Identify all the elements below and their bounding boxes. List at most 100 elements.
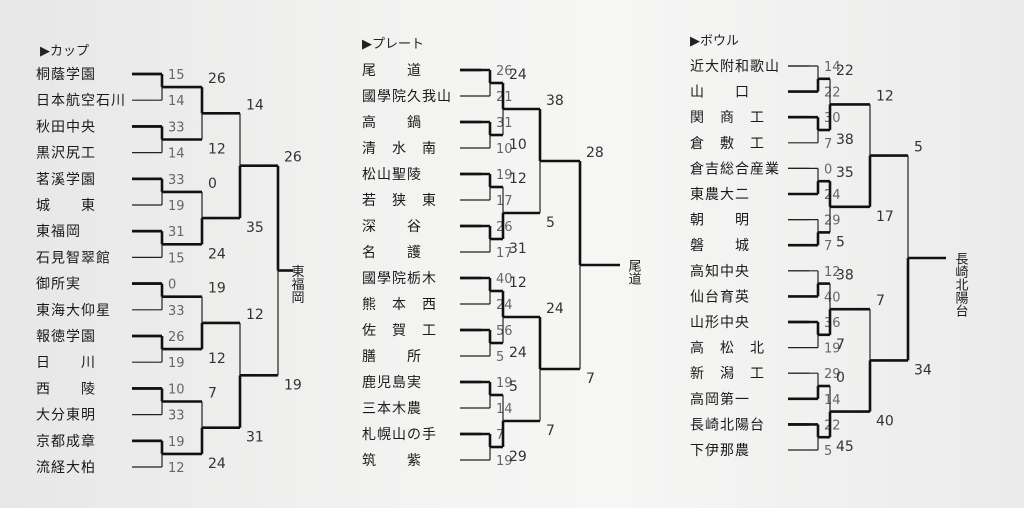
round2-score: 24 [208, 246, 226, 262]
round1-score: 24 [824, 188, 841, 203]
round1-score: 10 [496, 142, 513, 157]
round3-score: 24 [546, 301, 564, 317]
round1-score: 10 [168, 382, 185, 397]
team-name: 名 護 [362, 245, 422, 261]
team-name: 磐 城 [690, 238, 750, 254]
round3-score: 7 [876, 293, 885, 309]
team-name: 仙台育英 [690, 288, 750, 305]
team-name: 鹿児島実 [362, 374, 422, 391]
team-name: 関 商 工 [690, 110, 765, 126]
team-name: 清 水 南 [362, 141, 437, 157]
round2-score: 0 [208, 176, 217, 192]
team-name: 國學院久我山 [362, 89, 452, 105]
team-name: 報徳学園 [36, 329, 96, 345]
round1-score: 5 [824, 444, 832, 459]
round3-score: 12 [876, 88, 894, 104]
round2-score: 38 [836, 268, 854, 284]
round1-score: 30 [824, 111, 841, 126]
round1-score: 40 [496, 272, 513, 287]
team-name: 日 川 [36, 355, 96, 371]
round1-score: 15 [168, 251, 185, 266]
round2-score: 31 [509, 241, 527, 257]
team-name: 熊 本 西 [362, 297, 437, 313]
round1-score: 31 [496, 116, 513, 131]
round2-score: 12 [509, 171, 527, 187]
round2-score: 24 [509, 345, 527, 361]
team-name: 流経大柏 [36, 460, 96, 476]
section-title: ▶プレート [362, 37, 424, 52]
team-name: 近大附和歌山 [690, 59, 780, 75]
round2-score: 19 [208, 281, 226, 297]
team-name: 日本航空石川 [36, 93, 126, 109]
round1-score: 29 [824, 367, 841, 382]
round2-score: 10 [509, 137, 527, 153]
team-name: 朝 明 [690, 213, 750, 229]
champion-label: 長崎北陽台 [953, 252, 969, 317]
team-name: 茗溪学園 [36, 172, 96, 188]
round1-score: 7 [496, 428, 504, 443]
round1-score: 26 [168, 330, 185, 345]
round1-score: 19 [824, 342, 841, 357]
round2-score: 24 [509, 67, 527, 83]
team-name: 東農大二 [690, 187, 750, 203]
round1-score: 56 [496, 324, 513, 339]
team-name: 城 東 [36, 198, 96, 214]
round1-score: 19 [496, 168, 513, 183]
round3-score: 12 [246, 307, 264, 323]
round1-score: 31 [168, 225, 185, 240]
team-name: 東福岡 [36, 224, 81, 240]
team-name: 深 谷 [362, 219, 422, 235]
round1-score: 5 [496, 350, 504, 365]
team-name: 倉吉総合産業 [690, 161, 780, 177]
champion-label: 尾道 [626, 259, 642, 285]
team-name: 京都成章 [36, 433, 96, 450]
round2-score: 5 [509, 379, 518, 395]
team-name: 膳 所 [362, 349, 422, 365]
round1-score: 22 [824, 418, 841, 433]
team-name: 佐 賀 工 [362, 323, 437, 339]
round2-score: 22 [836, 63, 854, 79]
section-title: ▶カップ [40, 44, 89, 59]
round1-score: 19 [168, 435, 185, 450]
round2-score: 7 [836, 337, 845, 353]
round2-score: 12 [208, 351, 226, 367]
team-name: 國學院栃木 [362, 271, 437, 287]
team-name: 札幌山の手 [362, 427, 437, 443]
final-score: 5 [914, 140, 923, 156]
round1-score: 14 [168, 94, 185, 109]
round1-score: 12 [168, 461, 185, 476]
champion-label: 東福岡 [289, 264, 305, 304]
round3-score: 14 [246, 97, 264, 113]
final-score: 19 [284, 377, 302, 393]
team-name: 松山聖陵 [362, 167, 422, 183]
team-name: 黒沢尻工 [36, 146, 96, 162]
round1-score: 19 [496, 454, 513, 469]
team-name: 新 潟 工 [690, 366, 765, 382]
round3-score: 17 [876, 209, 894, 225]
round1-score: 22 [824, 86, 841, 101]
team-name: 高 鍋 [362, 114, 422, 131]
round1-score: 0 [168, 278, 176, 293]
round3-score: 38 [546, 93, 564, 109]
round1-score: 33 [168, 173, 185, 188]
team-name: 長崎北陽台 [690, 417, 765, 433]
final-score: 28 [586, 145, 604, 161]
team-name: 大分東明 [36, 408, 96, 424]
round3-score: 40 [876, 414, 894, 430]
team-name: 山形中央 [690, 315, 750, 331]
team-name: 西 陵 [36, 381, 96, 397]
round3-score: 7 [546, 423, 555, 439]
round1-score: 29 [824, 214, 841, 229]
round1-score: 26 [496, 64, 513, 79]
round1-score: 12 [824, 265, 841, 280]
round1-score: 36 [824, 316, 841, 331]
team-name: 高岡第一 [690, 391, 750, 408]
team-name: 若 狭 東 [362, 193, 437, 209]
round2-score: 12 [208, 142, 226, 158]
round1-score: 33 [168, 409, 185, 424]
final-score: 7 [586, 371, 595, 387]
round1-score: 7 [824, 239, 832, 254]
